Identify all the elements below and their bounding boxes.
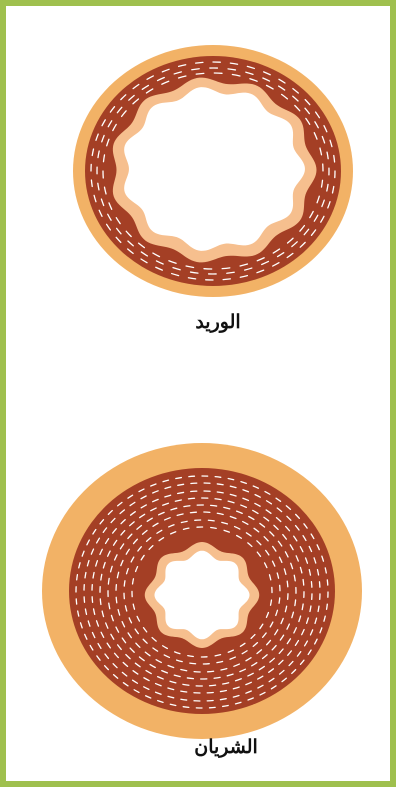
muscle-fiber-line xyxy=(303,579,304,585)
muscle-fiber-line xyxy=(334,155,335,162)
muscle-fiber-line xyxy=(187,678,193,679)
vessel-diagram xyxy=(12,12,396,787)
muscle-fiber-line xyxy=(279,598,280,603)
muscle-fiber-line xyxy=(223,279,230,280)
muscle-fiber-line xyxy=(215,499,221,500)
muscle-fiber-line xyxy=(208,671,214,672)
muscle-fiber-line xyxy=(215,477,221,478)
muscle-fiber-line xyxy=(208,520,214,521)
muscle-fiber-line xyxy=(116,597,117,603)
muscle-fiber-line xyxy=(211,505,217,506)
muscle-fiber-line xyxy=(188,656,194,657)
muscle-fiber-line xyxy=(217,484,223,485)
muscle-fiber-line xyxy=(91,180,92,187)
muscle-fiber-line xyxy=(222,268,230,269)
muscle-fiber-line xyxy=(108,578,109,584)
muscle-fiber-line xyxy=(196,62,203,63)
muscle-fiber-line xyxy=(196,73,204,74)
vein-cross-section xyxy=(73,45,353,297)
muscle-fiber-line xyxy=(190,512,196,513)
muscle-fiber-line xyxy=(287,581,288,587)
muscle-fiber-line xyxy=(210,685,216,686)
muscle-fiber-line xyxy=(181,699,187,700)
muscle-fiber-line xyxy=(85,572,86,577)
muscle-fiber-line xyxy=(190,663,196,664)
muscle-fiber-line xyxy=(100,599,101,605)
muscle-fiber-line xyxy=(77,575,78,580)
muscle-fiber-line xyxy=(124,581,125,586)
muscle-fiber-line xyxy=(188,498,194,499)
muscle-fiber-line xyxy=(211,528,217,529)
muscle-fiber-line xyxy=(295,600,296,606)
artery-label: الشريان xyxy=(126,736,326,758)
vein-label: الوريد xyxy=(118,311,318,333)
muscle-fiber-line xyxy=(183,684,189,685)
muscle-fiber-line xyxy=(318,606,319,611)
muscle-fiber-line xyxy=(327,604,328,609)
artery-cross-section xyxy=(42,443,362,739)
artery-lumen xyxy=(154,551,249,640)
muscle-fiber-line xyxy=(183,707,189,708)
